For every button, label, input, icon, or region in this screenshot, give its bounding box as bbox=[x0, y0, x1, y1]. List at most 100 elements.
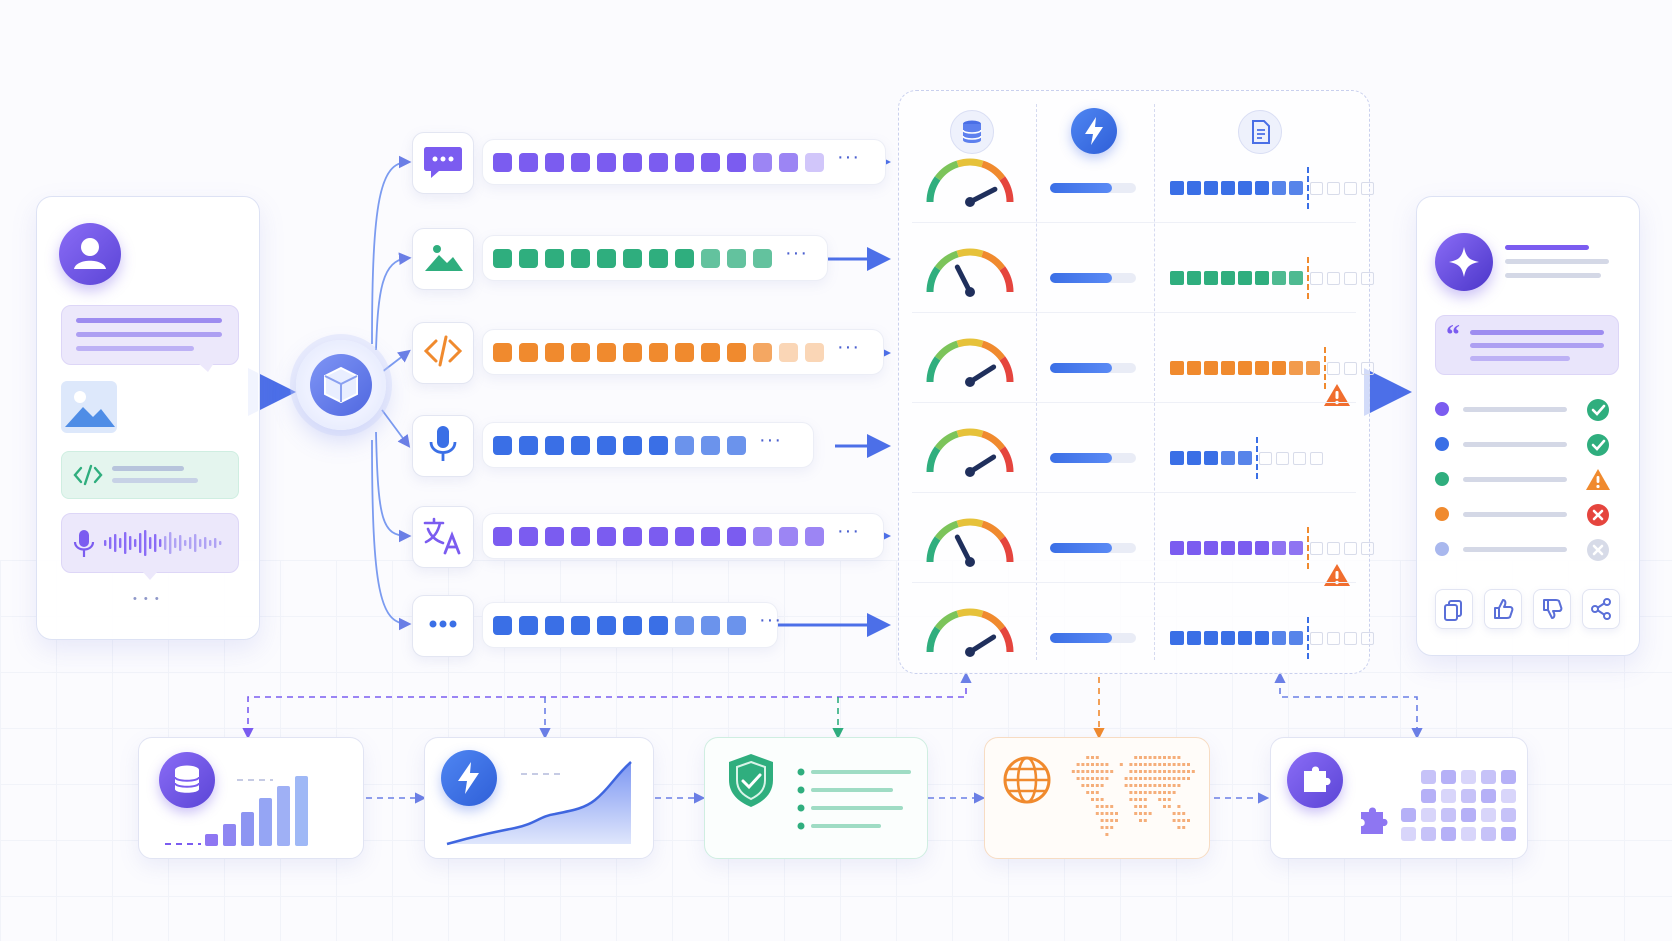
quality-cell-empty bbox=[1344, 542, 1357, 555]
microphone-icon bbox=[413, 414, 473, 479]
token-sequence: ··· bbox=[482, 513, 884, 559]
quality-cell bbox=[1238, 361, 1252, 375]
matrix-row-divider bbox=[912, 582, 1356, 583]
database-icon bbox=[174, 765, 200, 793]
token-block bbox=[753, 343, 772, 362]
token-block bbox=[597, 249, 616, 268]
puzzle-badge bbox=[1287, 752, 1343, 808]
quality-cell bbox=[1221, 451, 1235, 465]
token-block bbox=[805, 343, 824, 362]
token-block bbox=[701, 436, 720, 455]
output-panel: “ bbox=[1416, 196, 1640, 656]
image-attachment[interactable] bbox=[61, 381, 117, 433]
plugins-card[interactable] bbox=[1270, 737, 1528, 859]
token-block bbox=[623, 343, 642, 362]
token-block bbox=[727, 153, 746, 172]
quality-cell bbox=[1289, 541, 1303, 555]
quality-scale bbox=[1170, 527, 1374, 569]
quality-cell bbox=[1238, 631, 1252, 645]
result-line bbox=[1463, 547, 1567, 552]
modality-translate-button[interactable] bbox=[412, 506, 474, 568]
matrix-row-divider bbox=[912, 222, 1356, 223]
modality-microphone-button[interactable] bbox=[412, 415, 474, 477]
speed-bar bbox=[1050, 183, 1136, 193]
matrix-header-quality bbox=[1238, 110, 1282, 154]
thumbs-down-icon bbox=[1543, 599, 1563, 619]
quality-cell bbox=[1238, 541, 1252, 555]
result-row bbox=[1435, 432, 1621, 458]
router-node[interactable] bbox=[296, 340, 386, 430]
puzzle-icon bbox=[1361, 807, 1388, 834]
global-card[interactable] bbox=[984, 737, 1210, 859]
text-message-bubble[interactable] bbox=[61, 305, 239, 372]
token-block bbox=[519, 249, 538, 268]
quality-cell-empty bbox=[1361, 362, 1374, 375]
token-block bbox=[571, 436, 590, 455]
speed-bar bbox=[1050, 543, 1136, 553]
speed-bar-fill bbox=[1050, 183, 1112, 193]
copy-icon bbox=[1444, 600, 1462, 621]
answer-meta-line bbox=[1505, 259, 1609, 264]
performance-gauge bbox=[926, 338, 1014, 387]
speed-card[interactable] bbox=[424, 737, 654, 859]
copy-button[interactable] bbox=[1435, 589, 1473, 629]
modality-chat-button[interactable] bbox=[412, 132, 474, 194]
thumbs-down-button[interactable] bbox=[1533, 589, 1571, 629]
threshold-marker bbox=[1307, 257, 1309, 299]
token-block bbox=[727, 436, 746, 455]
modality-code-button[interactable] bbox=[412, 322, 474, 384]
user-icon bbox=[74, 238, 106, 269]
token-block bbox=[623, 527, 642, 546]
result-line bbox=[1463, 512, 1567, 517]
code-attachment[interactable] bbox=[61, 451, 239, 499]
result-dot bbox=[1435, 472, 1449, 486]
quality-cell-empty bbox=[1327, 632, 1340, 645]
thumbs-up-button[interactable] bbox=[1484, 589, 1522, 629]
token-block bbox=[519, 436, 538, 455]
quality-cell bbox=[1187, 451, 1201, 465]
quality-cell-empty bbox=[1361, 542, 1374, 555]
token-block bbox=[779, 153, 798, 172]
more-tokens-icon: ··· bbox=[837, 146, 860, 168]
quality-cell-empty bbox=[1344, 632, 1357, 645]
lightning-badge bbox=[441, 750, 497, 806]
speed-bar-fill bbox=[1050, 453, 1112, 463]
quality-cell bbox=[1272, 541, 1286, 555]
knowledge-card[interactable] bbox=[138, 737, 364, 859]
speed-bar bbox=[1050, 273, 1136, 283]
quality-cell-empty bbox=[1310, 272, 1323, 285]
safety-card[interactable] bbox=[704, 737, 928, 859]
speed-bar-fill bbox=[1050, 543, 1112, 553]
voice-message-bubble[interactable] bbox=[61, 513, 239, 580]
result-dot bbox=[1435, 437, 1449, 451]
sparkle-icon bbox=[1449, 247, 1479, 277]
modality-image-button[interactable] bbox=[412, 228, 474, 290]
performance-gauge bbox=[926, 518, 1014, 567]
token-block bbox=[675, 527, 694, 546]
quality-cell bbox=[1170, 631, 1184, 645]
token-block bbox=[545, 527, 564, 546]
more-icon bbox=[413, 594, 473, 659]
more-tokens-icon: ··· bbox=[837, 520, 860, 542]
modality-more-button[interactable] bbox=[412, 595, 474, 657]
quality-cell bbox=[1170, 361, 1184, 375]
database-badge bbox=[159, 752, 215, 808]
token-sequence: ··· bbox=[482, 422, 814, 468]
matrix-header-speed bbox=[1071, 108, 1117, 154]
token-block bbox=[545, 249, 564, 268]
token-block bbox=[649, 527, 668, 546]
warning-icon bbox=[1324, 384, 1350, 406]
quality-cell bbox=[1221, 181, 1235, 195]
share-button[interactable] bbox=[1582, 589, 1620, 629]
performance-gauge bbox=[926, 428, 1014, 477]
warning-icon bbox=[1324, 564, 1350, 586]
performance-gauge bbox=[926, 248, 1014, 297]
quality-cell bbox=[1238, 271, 1252, 285]
token-block bbox=[675, 436, 694, 455]
more-tokens-icon: ··· bbox=[759, 609, 782, 631]
quality-cell bbox=[1255, 631, 1269, 645]
database-icon bbox=[962, 120, 982, 143]
quality-scale bbox=[1170, 347, 1374, 389]
lightning-icon bbox=[458, 762, 479, 794]
token-block bbox=[493, 249, 512, 268]
